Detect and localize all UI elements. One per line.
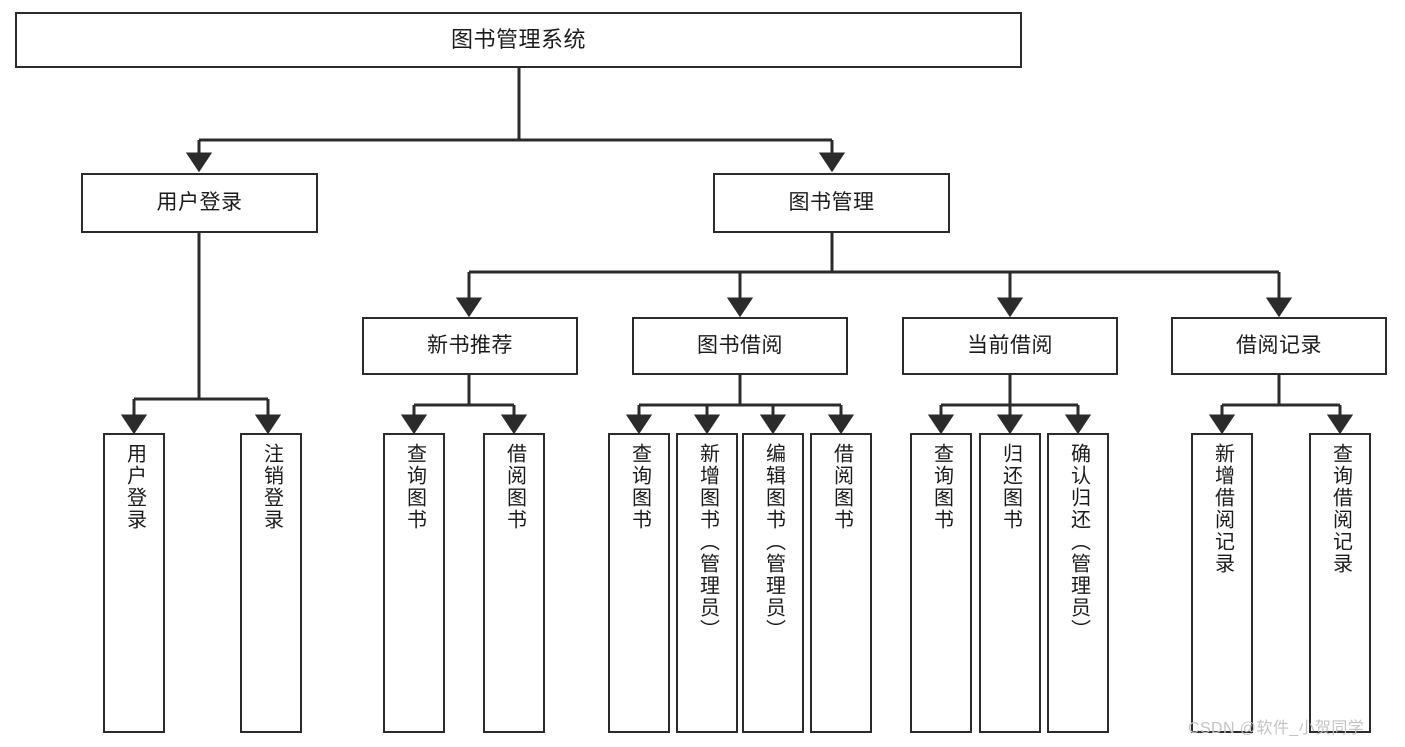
node-new-book-recommend-label: 新书推荐 bbox=[427, 333, 513, 357]
node-leaf-user-login[interactable]: 用户登录 bbox=[103, 433, 165, 733]
node-leaf-query-book-1[interactable]: 查询图书 bbox=[383, 433, 445, 733]
node-current-borrow-label: 当前借阅 bbox=[967, 333, 1053, 357]
node-leaf-borrow-book-1[interactable]: 借阅图书 bbox=[483, 433, 545, 733]
node-leaf-query-record-label: 查询借阅记录 bbox=[1329, 443, 1352, 575]
node-leaf-logout[interactable]: 注销登录 bbox=[240, 433, 302, 733]
node-root-system-label: 图书管理系统 bbox=[450, 27, 586, 53]
node-leaf-add-book[interactable]: 新增图书（管理员） bbox=[676, 433, 738, 733]
node-leaf-user-login-label: 用户登录 bbox=[123, 443, 146, 531]
node-leaf-edit-book[interactable]: 编辑图书（管理员） bbox=[742, 433, 804, 733]
node-leaf-add-record[interactable]: 新增借阅记录 bbox=[1191, 433, 1253, 733]
node-borrow-record[interactable]: 借阅记录 bbox=[1171, 317, 1387, 375]
node-user-login[interactable]: 用户登录 bbox=[81, 173, 318, 233]
node-leaf-query-book-3[interactable]: 查询图书 bbox=[910, 433, 972, 733]
csdn-watermark: CSDN @软件_小贺同学 bbox=[1188, 720, 1365, 737]
node-book-manage[interactable]: 图书管理 bbox=[713, 173, 950, 233]
node-leaf-confirm-return[interactable]: 确认归还（管理员） bbox=[1047, 433, 1109, 733]
node-borrow-record-label: 借阅记录 bbox=[1236, 333, 1322, 357]
node-leaf-add-book-label: 新增图书（管理员） bbox=[696, 443, 719, 641]
node-leaf-query-book-2-label: 查询图书 bbox=[628, 443, 651, 531]
node-current-borrow[interactable]: 当前借阅 bbox=[902, 317, 1118, 375]
node-leaf-query-book-3-label: 查询图书 bbox=[930, 443, 953, 531]
node-leaf-borrow-book-1-label: 借阅图书 bbox=[503, 443, 526, 531]
node-user-login-label: 用户登录 bbox=[156, 190, 243, 214]
node-leaf-confirm-return-label: 确认归还（管理员） bbox=[1067, 443, 1090, 641]
node-book-borrow[interactable]: 图书借阅 bbox=[632, 317, 848, 375]
node-leaf-add-record-label: 新增借阅记录 bbox=[1211, 443, 1234, 575]
node-root-system[interactable]: 图书管理系统 bbox=[15, 12, 1022, 68]
node-new-book-recommend[interactable]: 新书推荐 bbox=[362, 317, 578, 375]
node-leaf-query-record[interactable]: 查询借阅记录 bbox=[1309, 433, 1371, 733]
node-leaf-logout-label: 注销登录 bbox=[260, 443, 283, 531]
node-leaf-query-book-1-label: 查询图书 bbox=[403, 443, 426, 531]
node-leaf-query-book-2[interactable]: 查询图书 bbox=[608, 433, 670, 733]
node-book-borrow-label: 图书借阅 bbox=[697, 333, 783, 357]
node-leaf-return-book-label: 归还图书 bbox=[999, 443, 1022, 531]
node-leaf-borrow-book-2-label: 借阅图书 bbox=[830, 443, 853, 531]
node-leaf-return-book[interactable]: 归还图书 bbox=[979, 433, 1041, 733]
node-leaf-borrow-book-2[interactable]: 借阅图书 bbox=[810, 433, 872, 733]
node-book-manage-label: 图书管理 bbox=[788, 190, 875, 214]
node-leaf-edit-book-label: 编辑图书（管理员） bbox=[762, 443, 785, 641]
